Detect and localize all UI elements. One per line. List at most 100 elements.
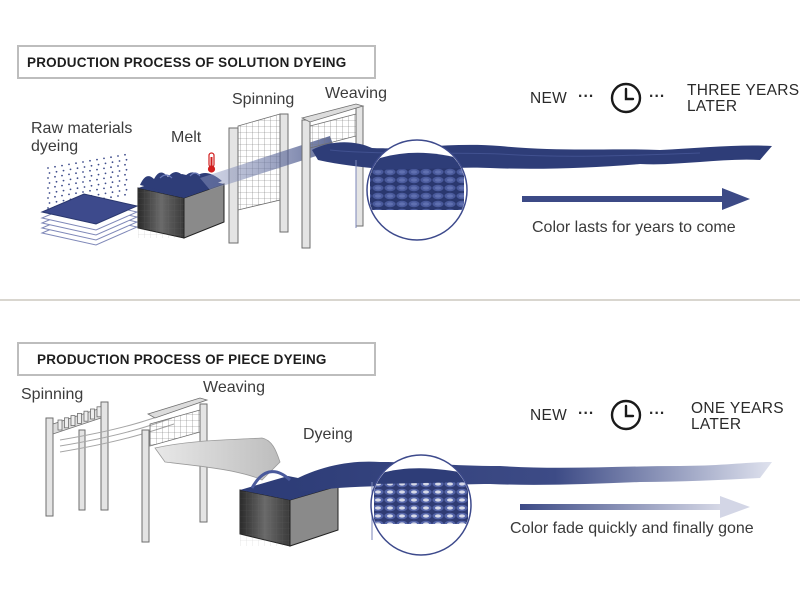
dye-dot xyxy=(124,153,126,156)
dye-dot xyxy=(82,191,84,193)
fabric-zoom-circle-top xyxy=(355,139,468,241)
dye-dot xyxy=(62,189,65,192)
dye-dot xyxy=(103,187,105,190)
dye-dot xyxy=(48,182,51,184)
dye-dot xyxy=(68,173,70,176)
dye-dot xyxy=(104,192,107,195)
dye-dot xyxy=(54,195,56,198)
dye-dot xyxy=(48,192,51,194)
piece-dyeing-title: PRODUCTION PROCESS OF PIECE DYEING xyxy=(17,342,376,376)
timeline-dots-left-top: ··· xyxy=(578,88,595,105)
dye-dot xyxy=(125,168,128,171)
dye-dot xyxy=(68,163,70,166)
dye-dot xyxy=(55,170,58,173)
dye-dot xyxy=(103,177,105,180)
dye-dot xyxy=(96,168,98,171)
dye-dot xyxy=(104,182,107,185)
dye-dot xyxy=(48,202,51,204)
dye-dot xyxy=(76,167,79,170)
dye-dot xyxy=(124,193,126,196)
dye-dot xyxy=(117,155,119,157)
dye-dot xyxy=(103,167,105,170)
dye-dot xyxy=(104,162,107,165)
dye-dot xyxy=(117,175,119,177)
dye-dot xyxy=(75,172,77,175)
dye-dot xyxy=(96,188,98,191)
dye-dot xyxy=(55,190,58,193)
timeline-end-label-bottom: ONE YEARS LATER xyxy=(691,400,784,433)
dye-dot xyxy=(97,173,100,176)
dye-dot xyxy=(83,186,86,188)
spindle xyxy=(83,410,89,422)
dye-dot xyxy=(118,170,121,172)
undyed-cloth xyxy=(154,437,281,481)
dye-dot xyxy=(124,163,126,166)
dye-dot xyxy=(82,181,84,183)
dye-dot xyxy=(118,180,121,182)
dye-dot xyxy=(69,168,72,171)
long-lasting-arrow xyxy=(522,188,750,210)
dye-dot xyxy=(61,174,63,177)
dye-dot xyxy=(55,180,58,183)
dye-dot xyxy=(54,175,56,178)
melt-label: Melt xyxy=(171,129,202,146)
dye-dot xyxy=(75,192,77,195)
timeline-start-label-top: NEW xyxy=(530,90,568,107)
spinning-frame-bottom xyxy=(45,401,109,517)
dye-dot xyxy=(68,183,70,186)
solution-dyeing-title-text: PRODUCTION PROCESS OF SOLUTION DYEING xyxy=(27,54,347,70)
dye-dot xyxy=(110,196,112,199)
dye-dot xyxy=(83,166,86,168)
timeline-dots-left-bottom: ··· xyxy=(578,405,595,422)
weaving-loom-bottom xyxy=(141,397,209,543)
dye-dot xyxy=(124,183,126,186)
dye-dot xyxy=(110,176,112,179)
dye-dot xyxy=(82,171,84,173)
dye-dot xyxy=(47,177,49,179)
dye-dot xyxy=(54,185,56,188)
dye-dot xyxy=(90,184,93,187)
thread-strands xyxy=(200,136,335,190)
dye-dot xyxy=(110,156,112,159)
dye-dot xyxy=(90,174,93,177)
spindle xyxy=(57,419,63,431)
dyed-fabric-bottom xyxy=(290,461,772,492)
dye-dot xyxy=(89,179,91,182)
spindle xyxy=(90,408,95,420)
dye-dot xyxy=(125,178,128,181)
dye-dot xyxy=(62,199,65,202)
dye-dot xyxy=(110,186,112,189)
dye-dot xyxy=(125,158,128,161)
dye-dot xyxy=(69,188,72,191)
weaving-label-top: Weaving xyxy=(325,85,387,102)
solution-dyeing-title: PRODUCTION PROCESS OF SOLUTION DYEING xyxy=(17,45,376,79)
dye-dot xyxy=(89,169,91,172)
timeline-dots-right-top: ··· xyxy=(649,88,666,105)
melt-tank xyxy=(137,172,225,239)
dye-dot xyxy=(47,197,49,199)
dye-dot xyxy=(75,162,77,165)
weaving-label-bottom: Weaving xyxy=(203,379,265,396)
dyeing-label: Dyeing xyxy=(303,426,353,443)
dye-dot xyxy=(97,163,100,166)
dye-dot xyxy=(76,187,79,190)
dye-dot xyxy=(76,177,79,180)
dye-dot xyxy=(111,171,114,174)
section-divider xyxy=(0,299,800,301)
dye-dot xyxy=(111,181,114,184)
dye-dot xyxy=(89,159,91,162)
dye-dot xyxy=(110,166,112,169)
fabric-zoom-circle-bottom xyxy=(370,454,472,556)
spindle xyxy=(70,415,76,427)
raw-materials-label: Raw materials dyeing xyxy=(31,120,133,155)
dye-dot xyxy=(118,190,121,192)
spindle xyxy=(64,417,69,429)
dye-dot xyxy=(97,183,100,186)
spinning-label-bottom: Spinning xyxy=(21,386,84,403)
dye-dot xyxy=(125,188,128,191)
dye-dot xyxy=(55,200,58,203)
dye-dot xyxy=(111,161,114,164)
dye-dot xyxy=(117,165,119,167)
dye-dot xyxy=(69,178,72,181)
